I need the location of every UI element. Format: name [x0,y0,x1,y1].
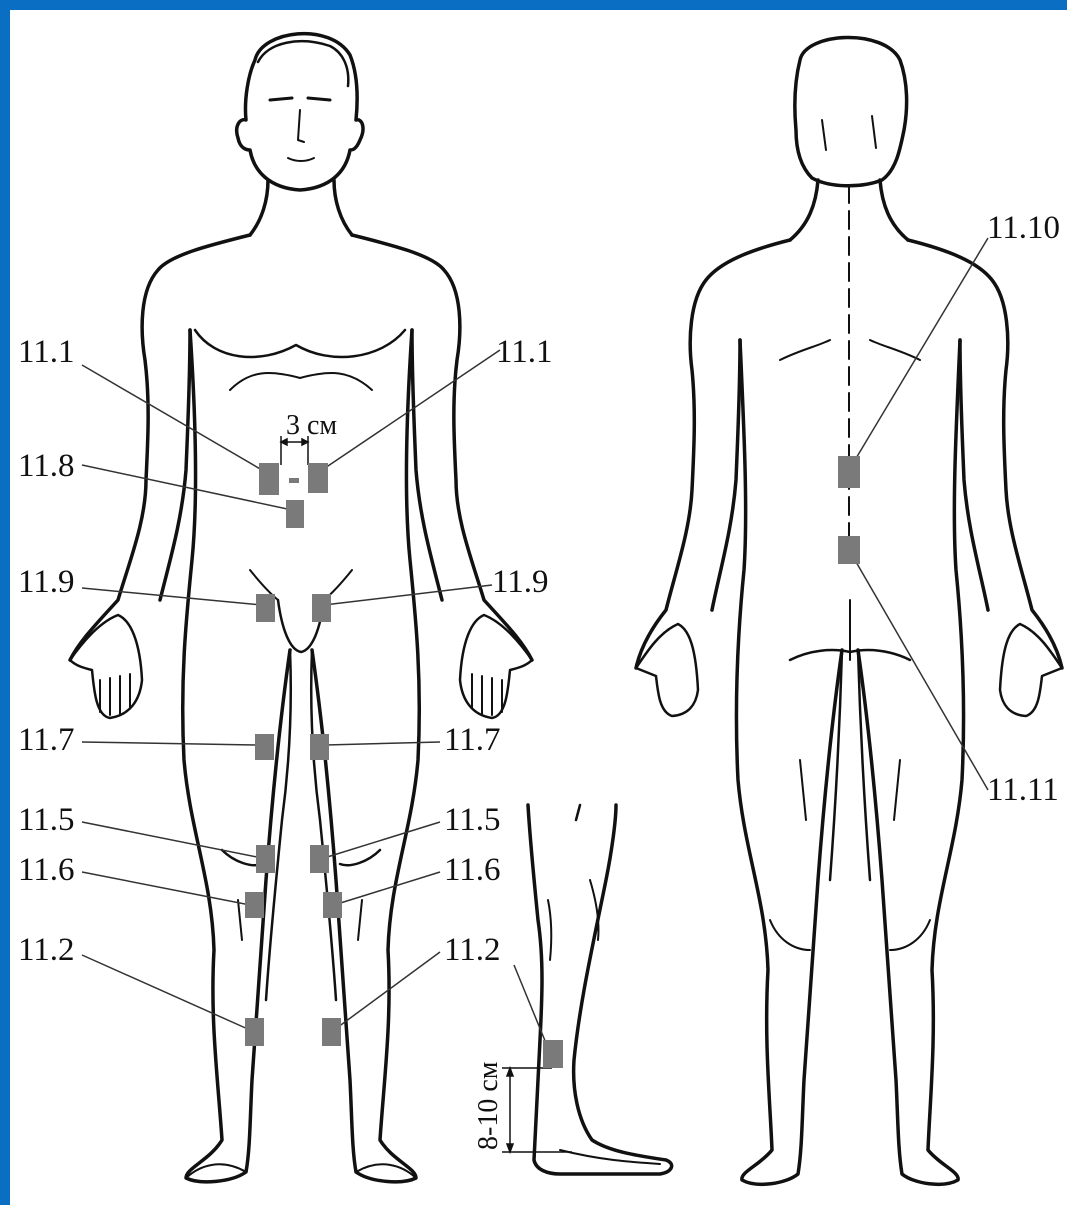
label-11-2-left: 11.2 [18,932,75,968]
pad-11-7-left [255,734,274,760]
label-11-10: 11.10 [987,210,1060,246]
label-11-11: 11.11 [987,772,1059,808]
pad-11-7-right [310,734,329,760]
pad-11-10 [838,456,860,488]
pad-11-5-right [310,845,329,873]
label-11-1-left: 11.1 [18,334,75,370]
pad-11-9-left [256,594,275,622]
label-11-7-right: 11.7 [444,722,501,758]
label-11-7-left: 11.7 [18,722,75,758]
label-11-9-left: 11.9 [18,564,75,600]
dimension-8-10cm-label: 8-10 см [473,1061,504,1150]
pad-11-6-right [323,892,342,918]
side-leg-figure [528,805,672,1174]
label-11-5-left: 11.5 [18,802,75,838]
label-11-6-left: 11.6 [18,852,75,888]
pad-center-mark [289,478,299,483]
pad-11-8 [286,500,304,528]
label-11-8: 11.8 [18,448,75,484]
label-11-2-right: 11.2 [444,932,501,968]
pad-11-5-left [256,845,275,873]
label-11-6-right: 11.6 [444,852,501,888]
pad-11-2-side [543,1040,563,1068]
label-11-9-right: 11.9 [492,564,549,600]
pad-11-9-right [312,594,331,622]
label-11-1-right: 11.1 [496,334,553,370]
pad-11-2-left [245,1018,264,1046]
pad-11-1-left [259,463,279,495]
label-11-5-right: 11.5 [444,802,501,838]
pad-11-2-right [322,1018,341,1046]
labels: 11.1 11.1 11.8 11.9 11.9 11.7 11.7 11.5 … [18,210,1060,968]
pad-11-6-left [245,892,264,918]
front-figure [70,34,532,1182]
pad-11-11 [838,536,860,564]
pad-11-1-right [308,463,328,493]
dimension-3cm-label: 3 см [286,410,337,441]
